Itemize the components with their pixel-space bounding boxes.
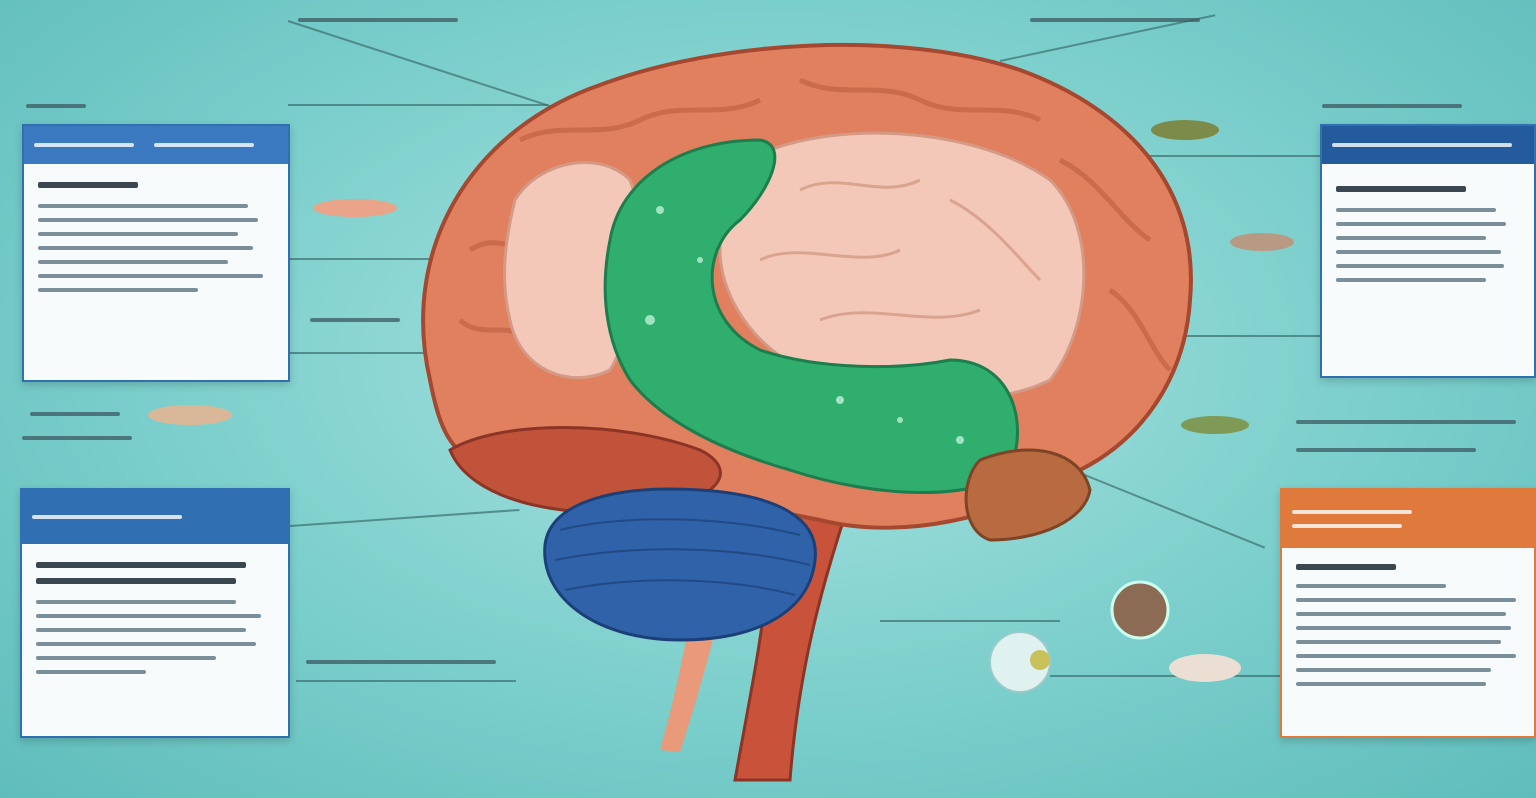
text-line <box>38 232 238 236</box>
text-line <box>38 218 258 222</box>
frontal-inner-lobe <box>503 161 642 380</box>
text-line <box>36 642 256 646</box>
tissue-sample <box>1181 416 1249 434</box>
text-line <box>1296 668 1491 672</box>
text-line <box>1336 250 1501 254</box>
cerebellum-folia <box>554 518 811 596</box>
region-markers <box>645 206 964 444</box>
text-line <box>38 260 228 264</box>
leader-line <box>880 620 1060 622</box>
text-line <box>38 288 198 292</box>
tissue-sample <box>313 199 397 217</box>
leader-line <box>1050 675 1280 677</box>
text-line <box>1296 682 1486 686</box>
caption-mark <box>30 412 120 416</box>
occipital-region <box>964 448 1092 542</box>
text-line <box>36 614 261 618</box>
text-line <box>1296 612 1506 616</box>
panel-header <box>22 490 288 544</box>
limbic-highlight-region <box>603 138 1019 494</box>
leader-line <box>296 680 516 682</box>
leader-line <box>288 258 508 260</box>
text-line <box>36 628 246 632</box>
info-panel-bottom-right <box>1280 488 1536 738</box>
tissue-sample <box>1151 120 1219 140</box>
header-text-mark <box>154 143 254 147</box>
leader-line <box>288 352 448 354</box>
panel-header <box>24 126 288 164</box>
header-text-mark <box>1292 510 1412 514</box>
info-panel-top-left <box>22 124 290 382</box>
text-line <box>1336 264 1504 268</box>
info-panel-bottom-left <box>20 488 290 738</box>
panel-header <box>1322 126 1534 164</box>
specimen-sphere <box>989 631 1051 693</box>
text-line <box>36 656 216 660</box>
text-line <box>1296 626 1511 630</box>
specimen-sphere <box>1110 580 1170 640</box>
text-line <box>1296 640 1501 644</box>
text-line <box>1336 222 1506 226</box>
header-text-mark <box>1332 143 1512 147</box>
caption-mark <box>1322 104 1462 108</box>
tissue-sample <box>1230 233 1294 251</box>
caption-mark <box>22 436 132 440</box>
caption-mark <box>298 18 458 22</box>
leader-line <box>1100 155 1320 157</box>
panel-heading-mark <box>1296 564 1396 570</box>
specimen-core <box>1030 650 1050 670</box>
text-line <box>38 246 253 250</box>
panel-heading-mark <box>1336 186 1466 192</box>
leader-line <box>288 104 548 106</box>
text-line <box>1296 584 1446 588</box>
caption-mark <box>1296 420 1516 424</box>
text-line <box>38 204 248 208</box>
header-text-mark <box>32 515 182 519</box>
panel-heading-mark <box>36 578 236 584</box>
caption-mark <box>26 104 86 108</box>
tissue-sample <box>148 405 232 425</box>
text-line <box>36 600 236 604</box>
text-line <box>36 670 146 674</box>
header-text-mark <box>1292 524 1402 528</box>
leader-line <box>1150 335 1320 337</box>
caption-mark <box>306 660 496 664</box>
caption-mark <box>310 318 400 322</box>
panel-heading-mark <box>36 562 246 568</box>
tissue-sample <box>1169 654 1241 682</box>
cerebellum <box>543 487 817 642</box>
lobe-folds <box>759 178 1042 322</box>
text-line <box>38 274 263 278</box>
text-line <box>1336 236 1486 240</box>
caption-mark <box>1030 18 1200 22</box>
info-panel-top-right <box>1320 124 1536 378</box>
text-line <box>1296 654 1516 658</box>
text-line <box>1336 278 1486 282</box>
caption-mark <box>1296 448 1476 452</box>
text-line <box>1296 598 1516 602</box>
panel-heading-mark <box>38 182 138 188</box>
text-line <box>1336 208 1496 212</box>
header-text-mark <box>34 143 134 147</box>
panel-header <box>1282 490 1534 548</box>
